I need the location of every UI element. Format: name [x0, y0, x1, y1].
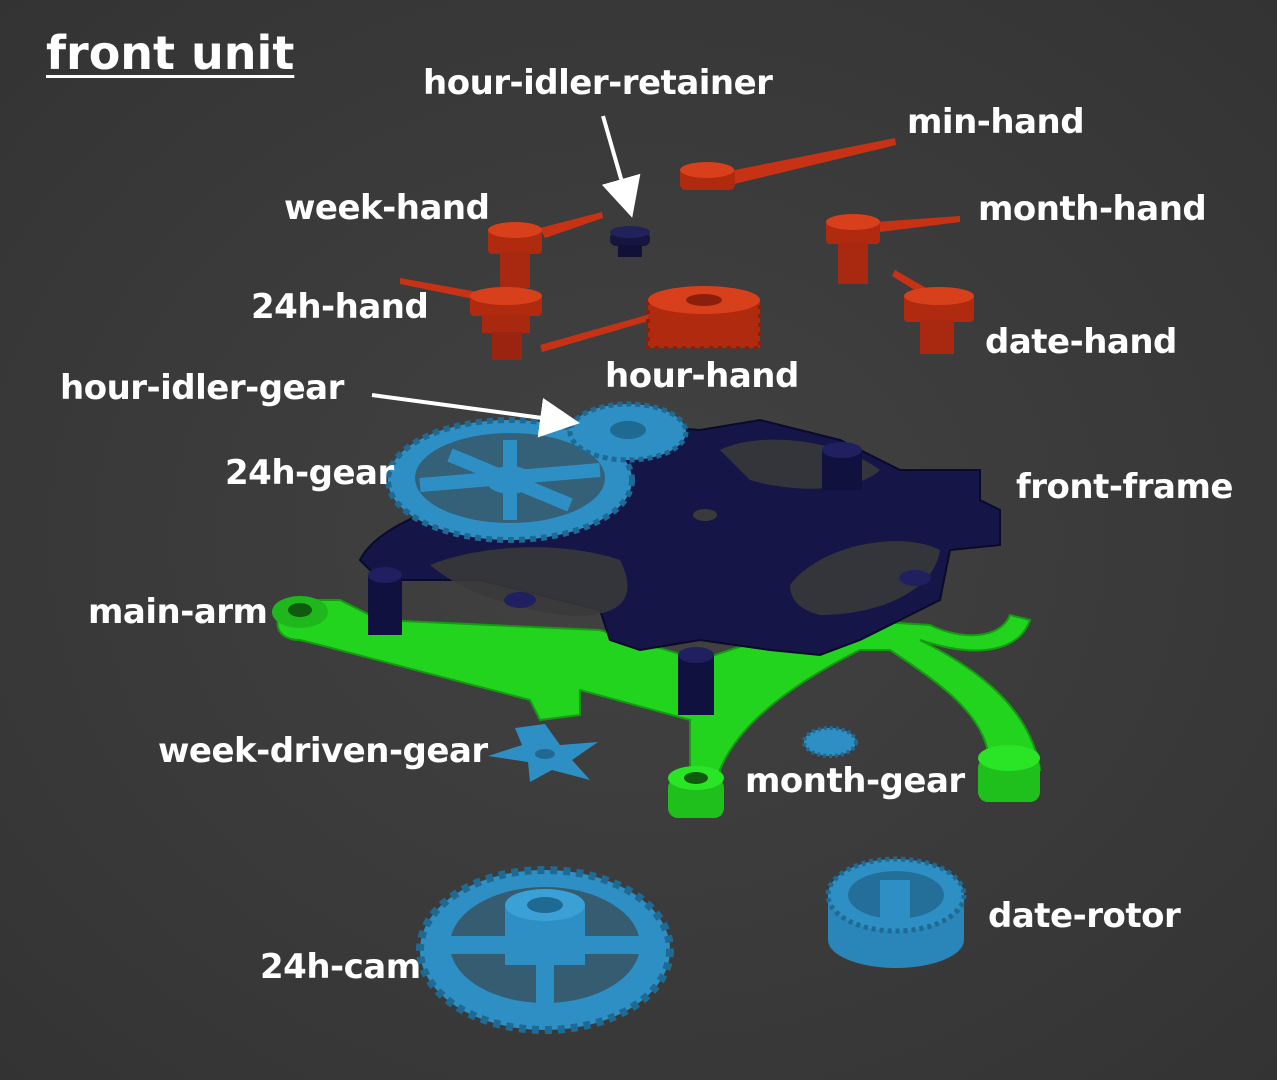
main-arm-part: [272, 596, 1042, 818]
label-front-frame: front-frame: [1016, 467, 1233, 507]
h24-cam-part: [416, 866, 674, 1034]
label-week-driven-gear: week-driven-gear: [158, 731, 488, 771]
front-frame-part: [358, 418, 1001, 715]
min-hand-part: [680, 138, 896, 190]
week-driven-gear-part: [488, 724, 598, 782]
label-month-gear: month-gear: [745, 761, 965, 801]
label-24h-cam: 24h-cam: [260, 947, 421, 987]
h24-hand-part: [400, 278, 542, 360]
retainer-arrow: [601, 115, 641, 218]
label-main-arm: main-arm: [88, 592, 268, 632]
label-hour-hand: hour-hand: [605, 356, 799, 396]
month-gear-part: [802, 726, 858, 758]
h24-gear-part: [385, 417, 635, 543]
label-hour-idler-retainer: hour-idler-retainer: [423, 63, 773, 103]
label-24h-gear: 24h-gear: [225, 453, 394, 493]
idler-gear-arrow: [371, 393, 580, 438]
date-hand-part: [892, 270, 974, 354]
label-week-hand: week-hand: [284, 188, 490, 228]
week-hand-part: [488, 212, 603, 288]
hour-hand-part: [540, 286, 762, 352]
month-hand-part: [826, 214, 960, 284]
label-month-hand: month-hand: [978, 189, 1207, 229]
date-rotor-part: [825, 856, 967, 968]
label-hour-idler-gear: hour-idler-gear: [60, 368, 344, 408]
hour-idler-gear-part: [567, 401, 689, 463]
diagram-title: front unit: [46, 26, 295, 80]
label-min-hand: min-hand: [907, 102, 1085, 142]
hour-idler-retainer-part: [610, 226, 650, 257]
label-24h-hand: 24h-hand: [251, 287, 429, 327]
label-date-rotor: date-rotor: [988, 896, 1181, 936]
label-date-hand: date-hand: [985, 322, 1177, 362]
